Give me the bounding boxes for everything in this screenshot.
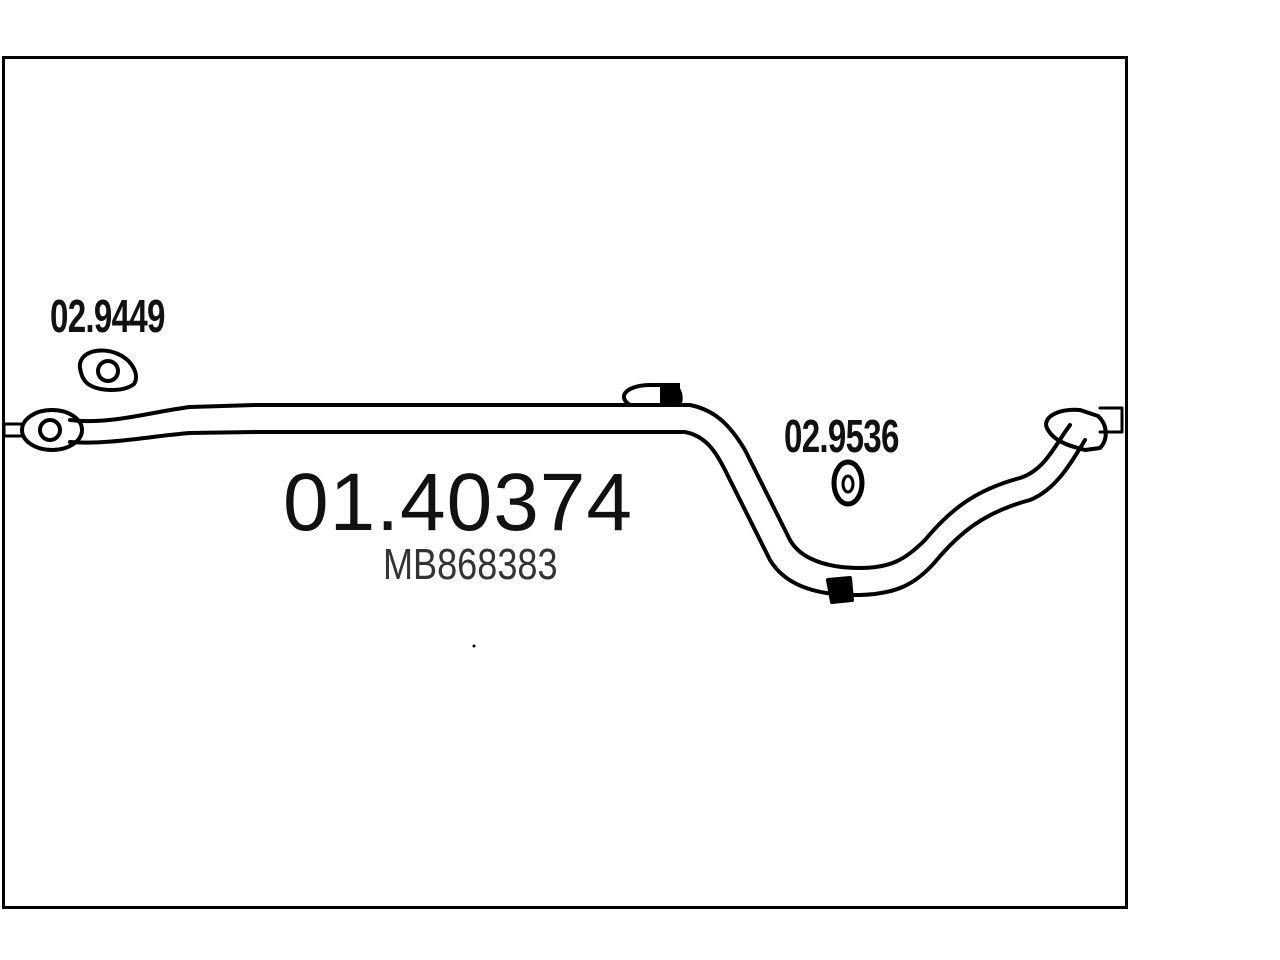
rubber-mount-hole: [841, 474, 855, 494]
pipe-outline-upper: [68, 403, 1072, 570]
pipe-outline-lower: [68, 430, 1087, 598]
part-number: 01.40374: [283, 457, 634, 548]
diagram-frame: [2, 56, 1128, 909]
gasket-label: 02.9449: [50, 290, 165, 342]
left-flange: [20, 408, 84, 452]
rubber-mount-icon: [831, 459, 865, 507]
oem-number: MB868383: [383, 540, 558, 589]
flange-gasket-icon: [77, 348, 138, 392]
mount-label: 02.9536: [784, 410, 899, 462]
stray-dot: [472, 644, 476, 648]
left-flange-stud: [2, 422, 24, 438]
upper-hanger-block: [660, 383, 680, 405]
left-flange-bore: [38, 418, 62, 442]
lower-hanger-block: [830, 580, 850, 602]
right-flange-stud: [1098, 406, 1124, 434]
flange-gasket-bore: [96, 359, 120, 383]
